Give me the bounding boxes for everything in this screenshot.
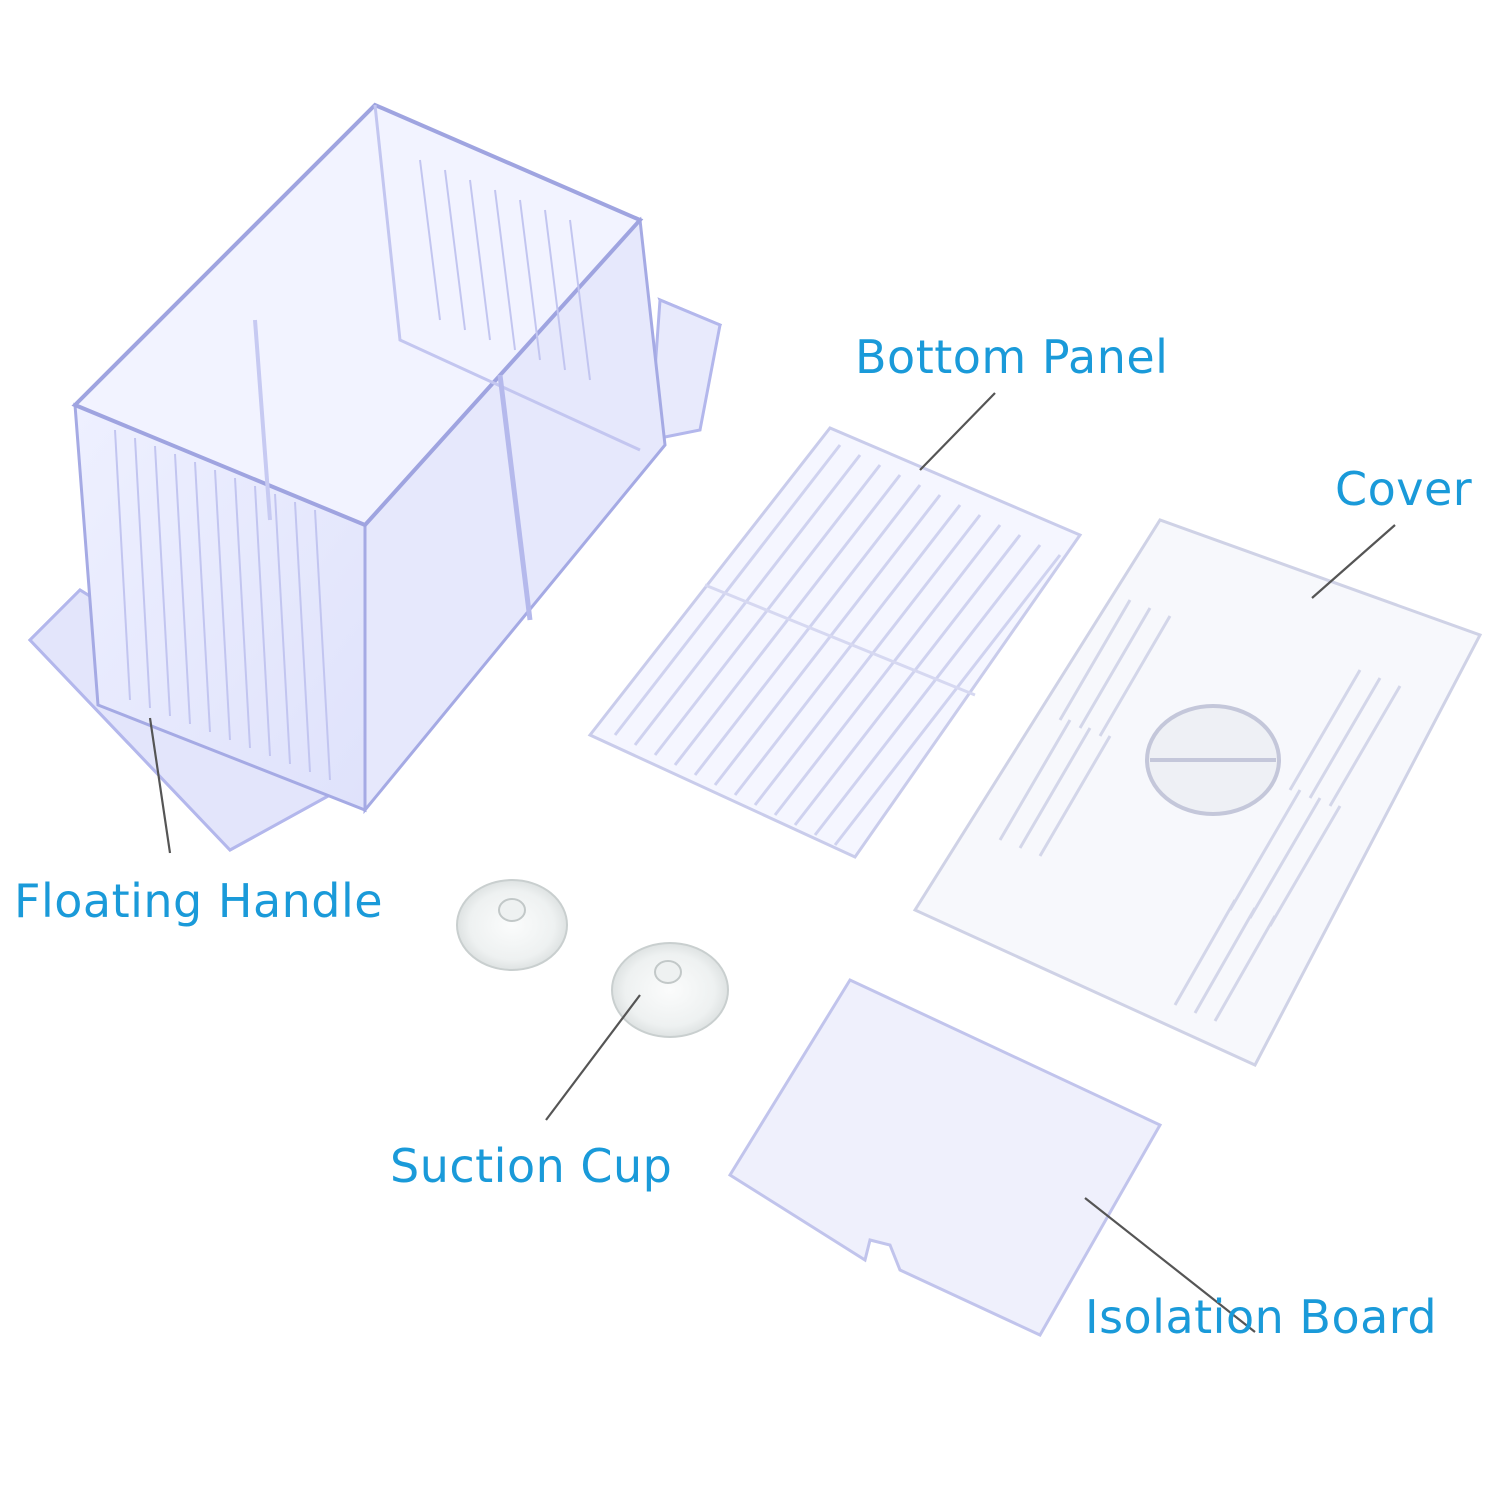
bottom-panel-image — [587, 426, 1083, 859]
box-divider-slot-2 — [253, 319, 272, 521]
suction-cup-nub — [498, 898, 526, 922]
suction-cup — [611, 942, 729, 1038]
bottom-panel-label: Bottom Panel — [855, 330, 1169, 384]
bottom-panel-seam — [704, 583, 976, 697]
isolation-board-plate — [727, 978, 1163, 1337]
isolation-board-label: Isolation Board — [1085, 1290, 1438, 1344]
suction-cups-image — [456, 879, 729, 1038]
isolation-board-image — [727, 978, 1163, 1337]
breeding-box-image — [27, 102, 723, 852]
floating-handle-label: Floating Handle — [14, 874, 384, 928]
suction-cup — [456, 879, 568, 971]
box-ribs-left — [114, 429, 331, 781]
suction-cup-label: Suction Cup — [390, 1139, 673, 1193]
leader-floating-handle — [148, 717, 172, 854]
suction-cup-nub — [654, 960, 682, 984]
leader-lines — [148, 392, 1396, 1333]
leader-cover — [1311, 524, 1396, 599]
leader-bottom-panel — [919, 392, 996, 471]
box-inner-edge — [373, 104, 641, 452]
box-ribs-right — [419, 159, 591, 381]
cover-image — [912, 518, 1483, 1067]
leader-suction-cup — [545, 994, 641, 1121]
bottom-panel-plate — [587, 426, 1083, 859]
leader-isolation-board — [1084, 1197, 1256, 1333]
cover-slots — [998, 599, 1402, 1022]
box-divider-slot — [497, 374, 533, 621]
cover-label: Cover — [1335, 462, 1473, 516]
bottom-panel-grooves — [613, 444, 1062, 846]
